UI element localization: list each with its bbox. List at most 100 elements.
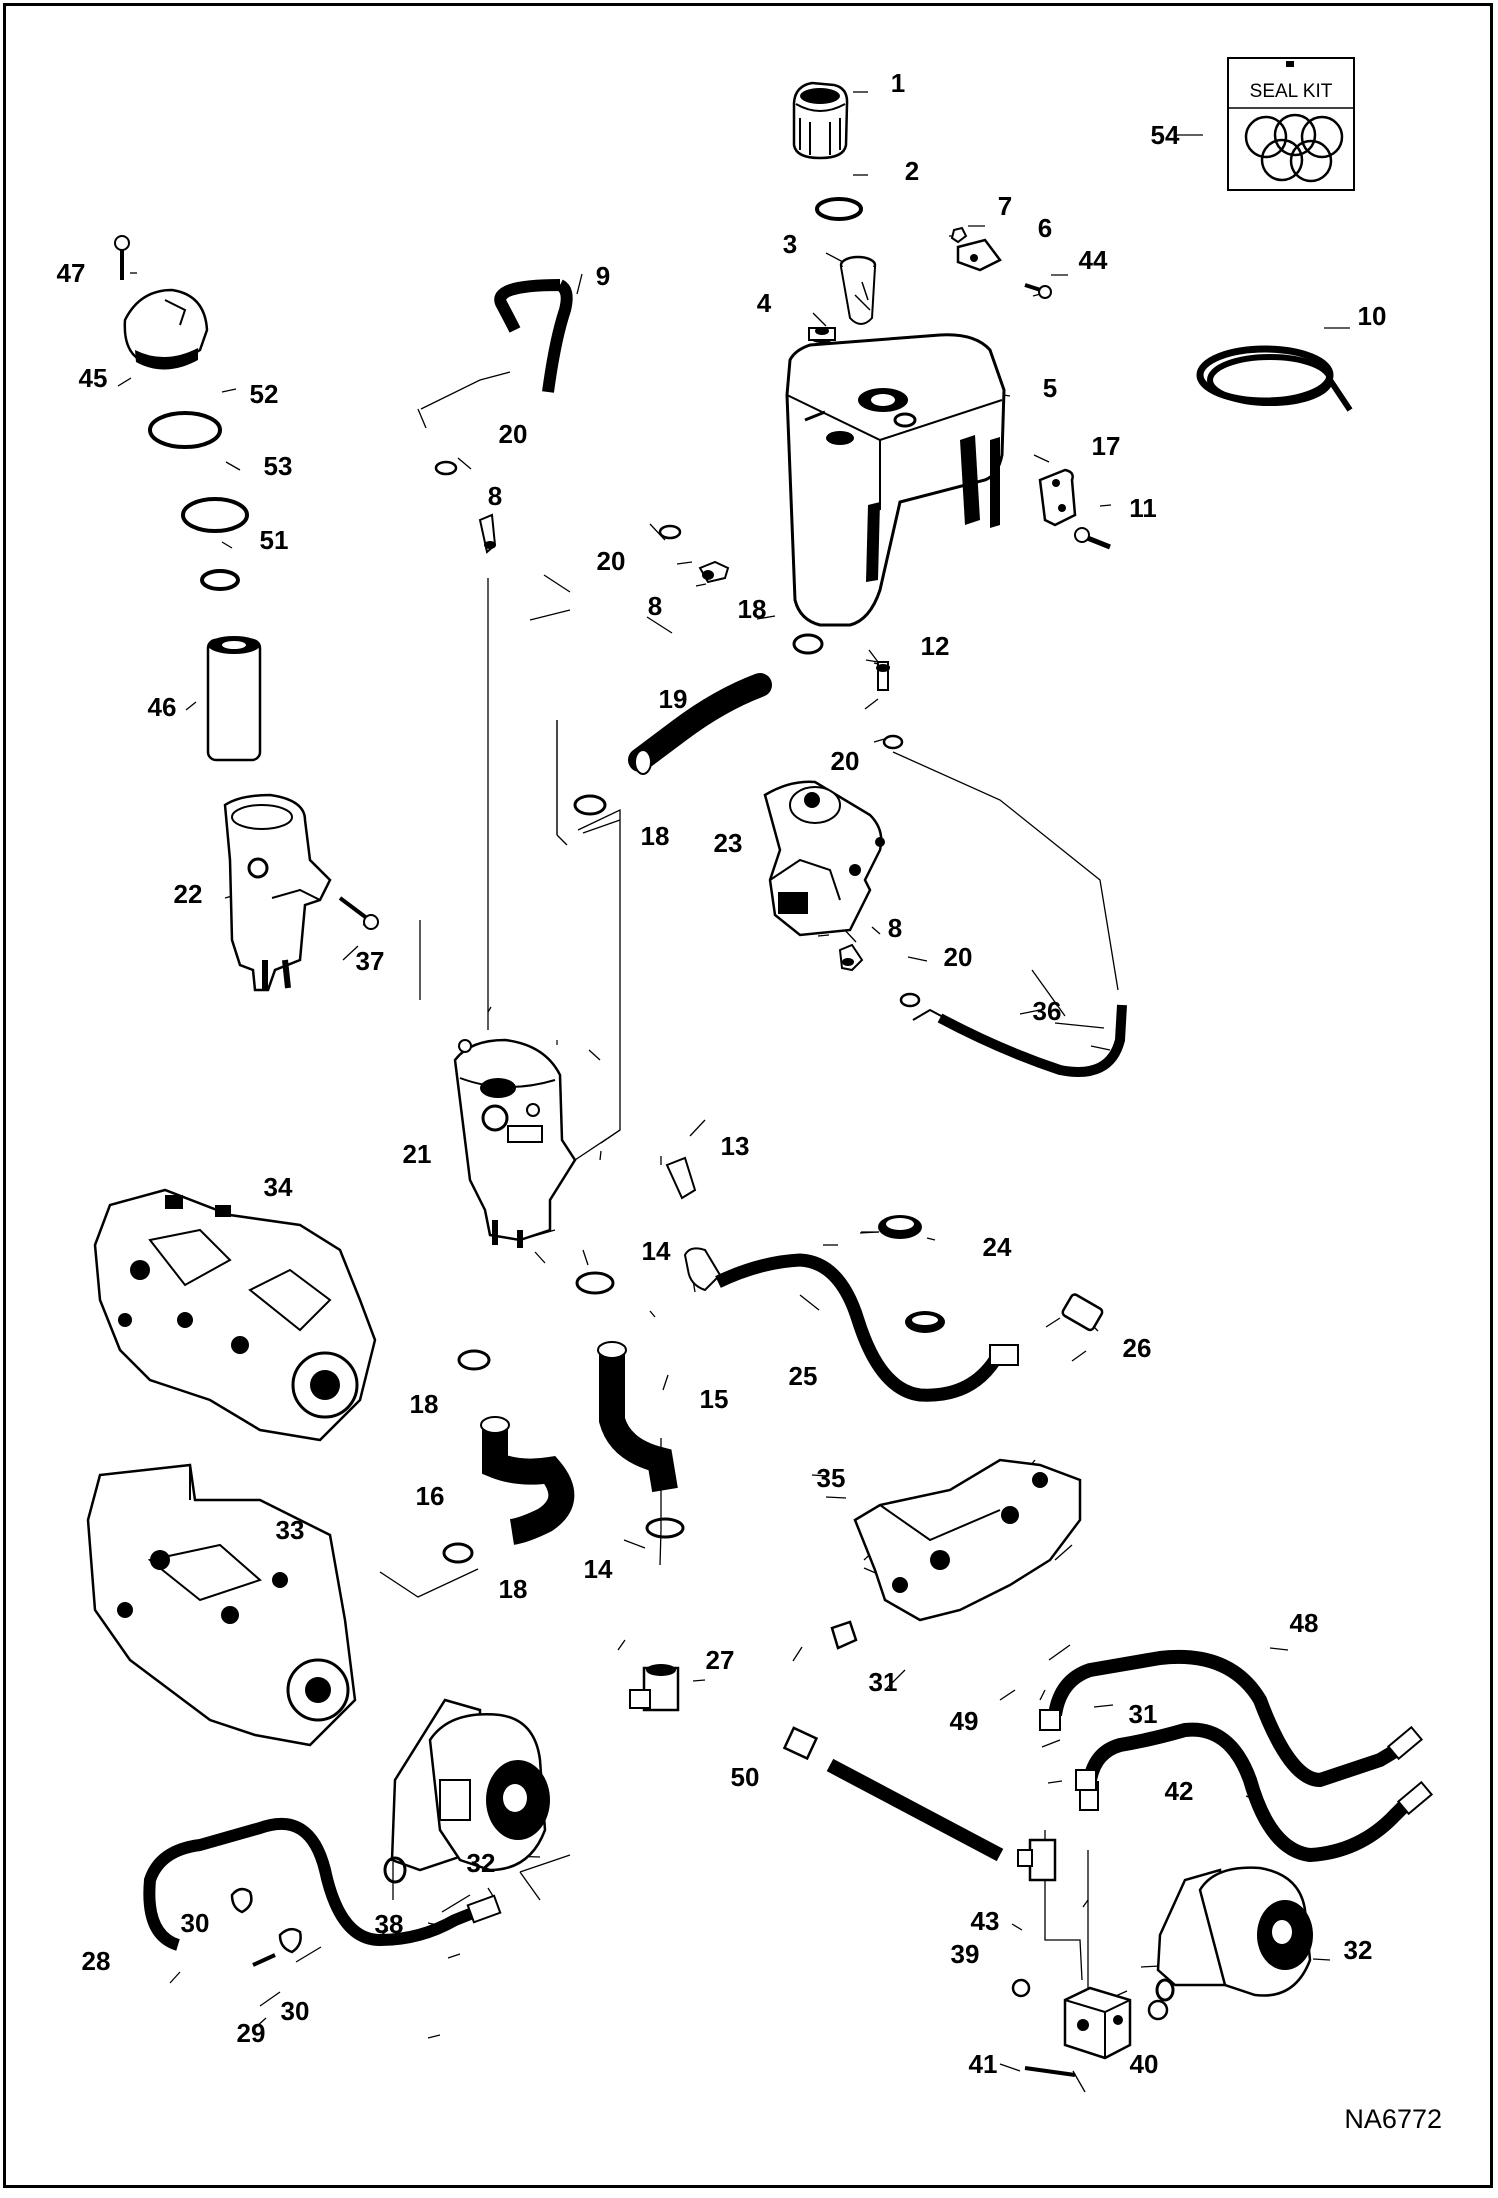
callout-c21: 21	[403, 1139, 432, 1169]
callout-c19: 19	[659, 684, 688, 714]
callout-c40: 40	[1130, 2049, 1159, 2079]
callout-c11: 11	[1129, 493, 1157, 523]
strap-bolt	[1074, 527, 1111, 550]
manifold-block	[1063, 1986, 1132, 2060]
pressure-hose	[143, 1817, 483, 1951]
callout-c20a: 20	[499, 419, 528, 449]
callout-c12: 12	[921, 631, 950, 661]
plug-39	[1011, 1978, 1031, 1998]
filler-strainer	[839, 255, 877, 325]
hose-clamps-30	[230, 1887, 302, 1954]
callout-c5: 5	[1043, 373, 1057, 403]
filter-element	[206, 636, 262, 762]
callout-c53: 53	[264, 451, 293, 481]
callout-c20b: 20	[597, 546, 626, 576]
callout-c31a: 31	[869, 1667, 898, 1697]
callout-c26: 26	[1123, 1333, 1152, 1363]
callout-c36: 36	[1033, 996, 1062, 1026]
callout-c18c: 18	[410, 1389, 439, 1419]
callout-c18b: 18	[641, 821, 670, 851]
filter-cap	[123, 288, 209, 370]
callout-c8c: 8	[888, 913, 902, 943]
callout-c51: 51	[260, 525, 289, 555]
callout-c50: 50	[731, 1762, 760, 1792]
tee-fitting	[629, 1664, 680, 1712]
hose-grommets	[878, 1215, 945, 1333]
diagram-border	[3, 3, 1493, 2188]
callout-c27: 27	[706, 1645, 735, 1675]
hose-42	[1083, 1722, 1415, 1863]
hydrostatic-pump-upper	[93, 1188, 377, 1442]
callout-c42: 42	[1165, 1776, 1194, 1806]
callout-c49: 49	[950, 1706, 979, 1736]
callout-c45: 45	[79, 363, 108, 393]
callout-c1: 1	[891, 68, 905, 98]
callout-c48: 48	[1290, 1608, 1319, 1638]
callout-c18a: 18	[738, 594, 767, 624]
callout-c14b: 14	[584, 1554, 613, 1584]
callout-c28: 28	[82, 1946, 111, 1976]
fitting-50	[782, 1726, 819, 1761]
bracket-nut	[950, 226, 968, 244]
callout-c37: 37	[356, 946, 385, 976]
callout-c18d: 18	[499, 1574, 528, 1604]
callout-c35: 35	[817, 1463, 846, 1493]
hose-elbow-fitting	[665, 1156, 722, 1292]
tank-plug	[808, 327, 836, 343]
hose-clamps-small	[434, 460, 921, 1008]
filler-seal	[815, 197, 863, 221]
elbow-fitting-tank	[698, 560, 730, 584]
callout-seal-kit: 54	[1151, 120, 1180, 150]
bolt-41	[1024, 2066, 1076, 2077]
elbow-fitting-upper-left	[478, 513, 497, 554]
callout-c22: 22	[174, 879, 203, 909]
callout-c3: 3	[783, 229, 797, 259]
tank-strap	[1038, 468, 1077, 527]
seal-kit-rings-icon	[1244, 113, 1344, 183]
hose-clamps-large	[442, 633, 824, 1564]
callout-c8b: 8	[648, 591, 662, 621]
filter-housing	[223, 793, 332, 992]
callout-c47: 47	[57, 258, 86, 288]
breather-tube-coil	[1196, 345, 1353, 412]
suction-hose	[628, 673, 772, 772]
callout-c43: 43	[971, 1906, 1000, 1936]
callout-c33: 33	[276, 1515, 305, 1545]
callout-c23: 23	[714, 828, 743, 858]
callout-c29: 29	[237, 2018, 266, 2048]
callout-c52: 52	[250, 379, 279, 409]
callout-c16: 16	[416, 1481, 445, 1511]
breather-hose	[494, 279, 573, 393]
callout-c32b: 32	[1344, 1935, 1373, 1965]
callout-c44: 44	[1079, 245, 1108, 275]
clamp-bolt	[252, 1953, 276, 1967]
gear-pump-right	[1156, 1866, 1313, 1997]
callout-c25: 25	[789, 1361, 818, 1391]
callout-c15: 15	[700, 1384, 729, 1414]
callout-c10: 10	[1358, 301, 1387, 331]
callout-c38: 38	[375, 1909, 404, 1939]
charge-hose	[715, 1253, 1001, 1402]
callout-c13: 13	[721, 1131, 750, 1161]
callout-c31b: 31	[1129, 1699, 1158, 1729]
callout-c39: 39	[951, 1939, 980, 1969]
control-valve	[853, 1458, 1082, 1622]
callout-labels: 1234567888910111213141415161718181818192…	[57, 68, 1387, 2079]
callout-c24: 24	[983, 1232, 1012, 1262]
elbow-fitting-pump	[838, 943, 864, 972]
hose-end-fittings	[1039, 1709, 1434, 1816]
return-hoses	[480, 1271, 685, 1545]
tank-bracket	[956, 238, 1002, 272]
tee-fitting-43	[1017, 1838, 1057, 1882]
callout-c32a: 32	[467, 1848, 496, 1878]
callout-c20d: 20	[944, 942, 973, 972]
drain-hose	[937, 1004, 1127, 1077]
callout-c30a: 30	[181, 1908, 210, 1938]
pump-o-ring	[383, 1856, 407, 1884]
filter-o-rings	[148, 411, 249, 591]
hose-49	[826, 1758, 1004, 1862]
hydraulic-reservoir	[785, 333, 1006, 627]
callout-c41: 41	[969, 2049, 998, 2079]
